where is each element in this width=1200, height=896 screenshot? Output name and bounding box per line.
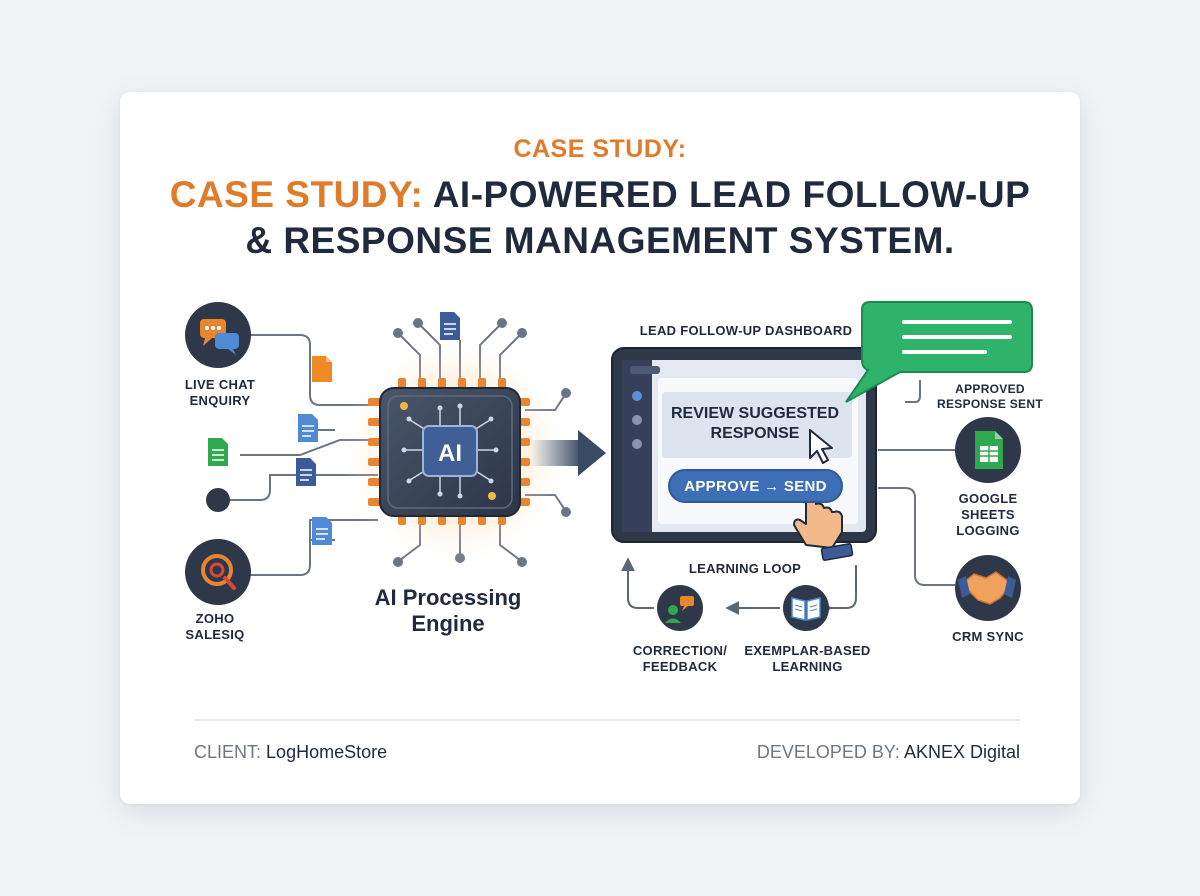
chip-label: AI xyxy=(438,440,462,467)
review-line2: RESPONSE xyxy=(710,425,800,442)
crm-sync-label: CRM SYNC xyxy=(952,629,1024,644)
client-value: LogHomeStore xyxy=(266,742,388,762)
spreadsheet-icon xyxy=(208,438,228,466)
dashboard-title: LEAD FOLLOW-UP DASHBOARD xyxy=(639,323,853,338)
kicker-label: CASE STUDY: xyxy=(513,135,687,163)
sheets-line2: SHEETS xyxy=(961,507,1015,522)
google-sheets-label: GOOGLE SHEETS LOGGING xyxy=(938,491,1038,539)
document-icon xyxy=(298,414,318,442)
feedback-icon xyxy=(657,585,703,631)
correction-line2: FEEDBACK xyxy=(642,659,718,674)
document-icon xyxy=(296,458,316,486)
engine-caption-line1: AI Processing xyxy=(374,585,522,610)
learning-loop-arrows xyxy=(621,557,857,615)
live-chat-label: LIVE CHAT ENQUIRY xyxy=(160,377,280,409)
approve-send-button[interactable]: APPROVE → SEND xyxy=(668,469,843,503)
learning-loop-title: LEARNING LOOP xyxy=(688,561,802,576)
source-node xyxy=(206,488,230,512)
google-sheets-icon xyxy=(955,417,1021,483)
approved-line2: RESPONSE SENT xyxy=(937,397,1043,411)
exemplar-learning-label: EXEMPLAR-BASED LEARNING xyxy=(735,643,880,675)
developer-value: AKNEX Digital xyxy=(903,742,1020,762)
title-line2: & RESPONSE MANAGEMENT SYSTEM. xyxy=(245,220,955,261)
approved-line1: APPROVED xyxy=(955,382,1025,396)
zoho-line2: SALESIQ xyxy=(185,627,245,642)
approved-response-label: APPROVED RESPONSE SENT xyxy=(925,382,1055,412)
engine-caption-line2: Engine xyxy=(411,611,485,636)
review-suggested-response: REVIEW SUGGESTED RESPONSE xyxy=(660,404,850,444)
chip-icon xyxy=(379,387,521,517)
page-title: CASE STUDY: AI-POWERED LEAD FOLLOW-UP & … xyxy=(0,172,1200,264)
footer-divider xyxy=(194,719,1020,721)
output-connectors xyxy=(878,380,955,586)
flow-arrow xyxy=(530,430,606,476)
zoho-line1: ZOHO xyxy=(195,611,235,626)
sheets-line1: GOOGLE xyxy=(958,491,1018,506)
document-icon xyxy=(440,312,460,340)
client-label: CLIENT: xyxy=(194,742,262,762)
title-rest: AI-POWERED LEAD FOLLOW-UP xyxy=(423,174,1031,215)
handshake-icon xyxy=(955,555,1021,621)
document-icon xyxy=(312,517,332,545)
engine-caption: AI Processing Engine xyxy=(348,585,548,637)
book-icon xyxy=(783,585,829,631)
speech-bubble-icon xyxy=(845,301,1033,403)
footer-client: CLIENT: LogHomeStore xyxy=(194,742,387,763)
exemplar-line2: LEARNING xyxy=(772,659,843,674)
title-prefix: CASE STUDY: xyxy=(169,174,424,215)
document-icon xyxy=(312,356,332,382)
zoho-label: ZOHO SALESIQ xyxy=(160,611,270,643)
review-line1: REVIEW SUGGESTED xyxy=(670,405,840,422)
cursor-icon xyxy=(809,429,833,464)
zoho-icon xyxy=(185,539,251,605)
live-chat-line1: LIVE CHAT xyxy=(184,377,256,392)
exemplar-line1: EXEMPLAR-BASED xyxy=(744,643,871,658)
developer-label: DEVELOPED BY: xyxy=(756,742,900,762)
chat-icon xyxy=(185,302,251,368)
live-chat-line2: ENQUIRY xyxy=(189,393,251,408)
hand-pointer-icon xyxy=(793,491,854,561)
case-study-card xyxy=(120,92,1080,804)
correction-feedback-label: CORRECTION/ FEEDBACK xyxy=(620,643,740,675)
correction-line1: CORRECTION/ xyxy=(632,643,728,658)
footer-developer: DEVELOPED BY: AKNEX Digital xyxy=(757,742,1020,763)
sheets-line3: LOGGING xyxy=(956,523,1020,538)
